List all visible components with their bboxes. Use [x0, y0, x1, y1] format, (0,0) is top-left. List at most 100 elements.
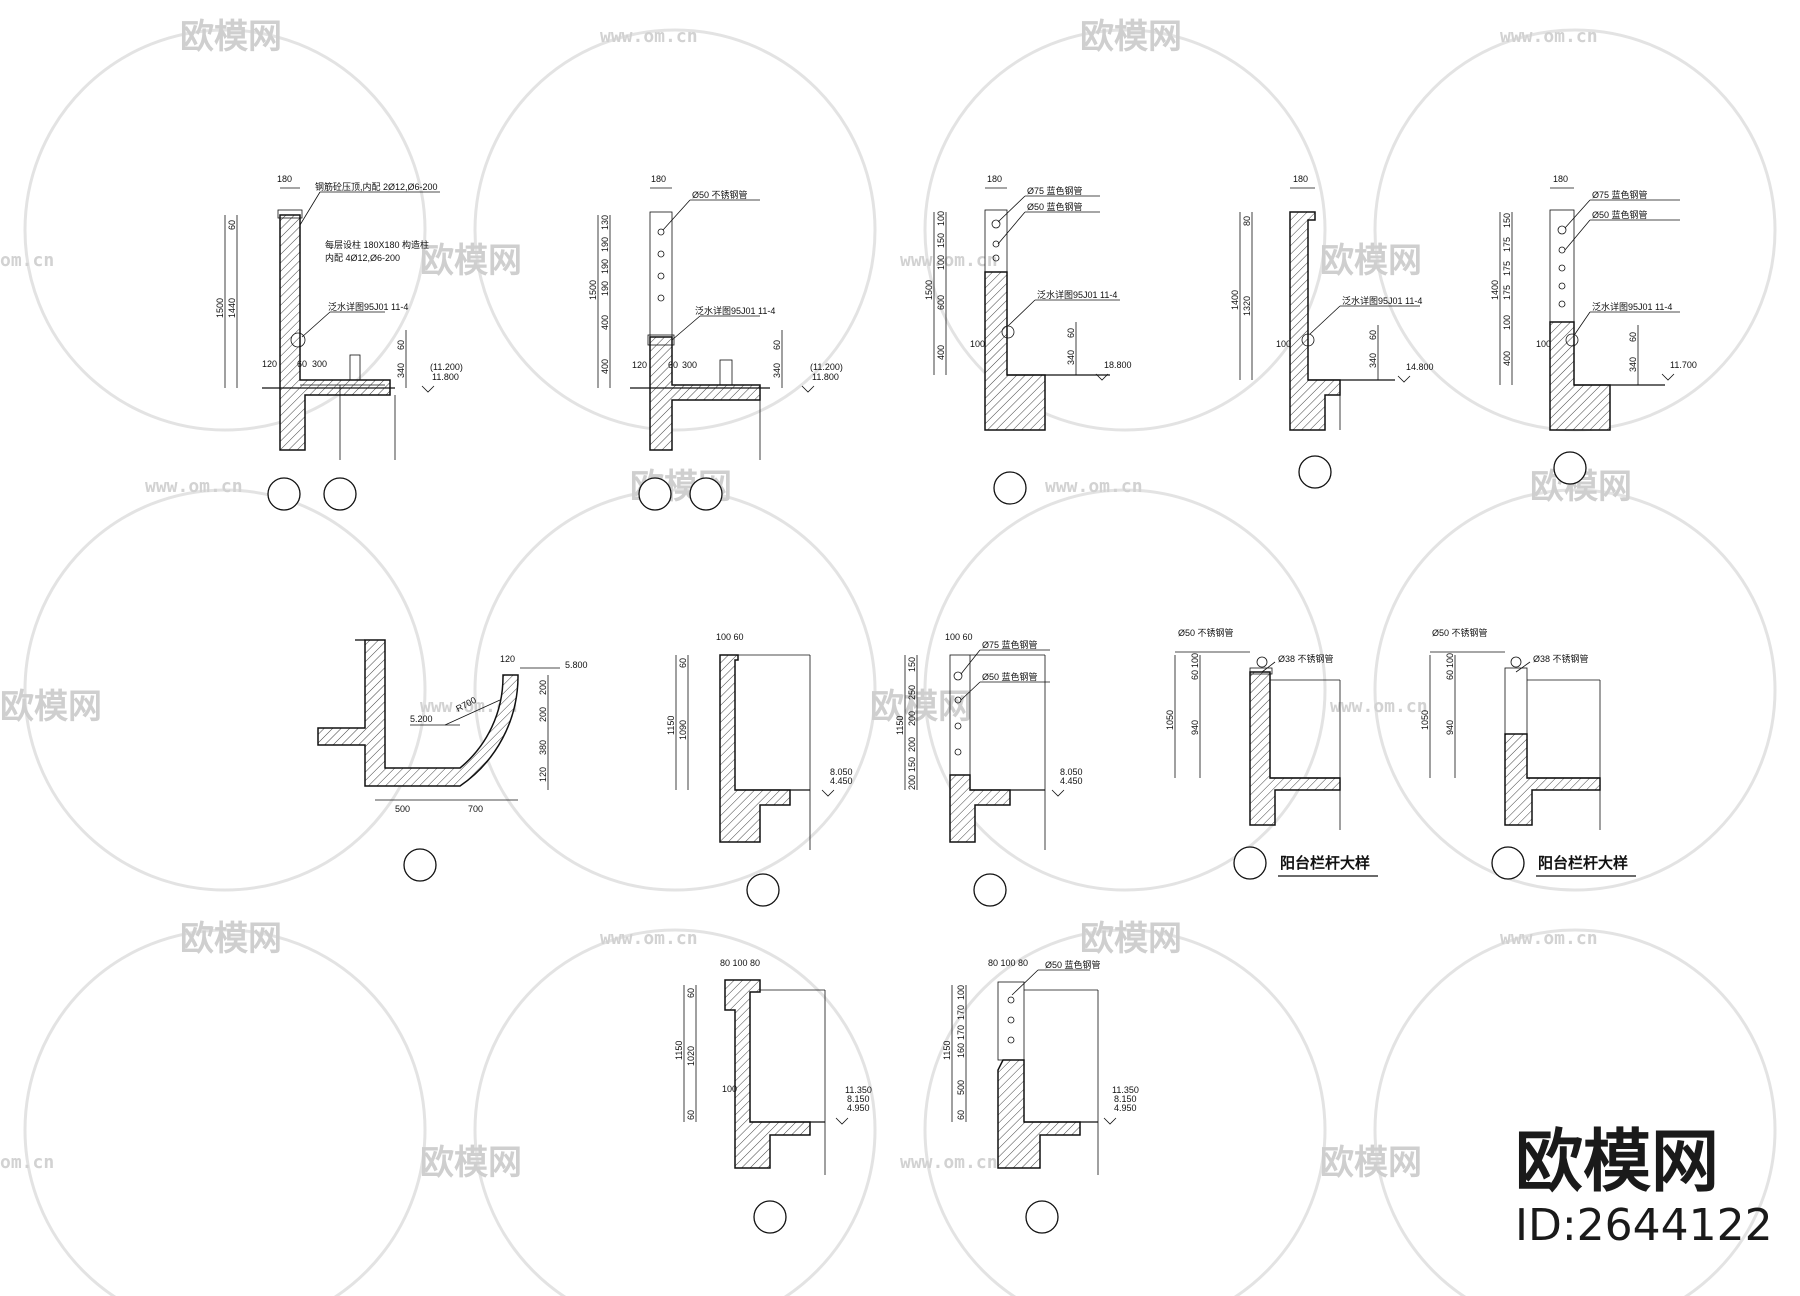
- detail-bubble: [267, 477, 301, 511]
- detail-bubble: [993, 471, 1027, 505]
- note-pipe-75: Ø75 蓝色钢管: [982, 639, 1038, 650]
- pipe-icon: [991, 219, 1001, 229]
- pipe-icon: [657, 250, 665, 258]
- dim-bottom: 700: [468, 804, 483, 814]
- dim-inner-b: 1440: [227, 298, 237, 318]
- dim-inner: 400: [600, 359, 610, 374]
- dim-bottom-b: 60: [297, 359, 307, 369]
- pipe-icon: [1256, 656, 1268, 668]
- dim-inner: 200: [907, 737, 917, 752]
- dim-inner: 60: [1190, 670, 1200, 680]
- detail-bubble: [753, 1200, 787, 1234]
- dim-right: 60: [1066, 328, 1076, 338]
- level-inner: 5.200: [410, 714, 433, 724]
- note-flashing: 泛水详图95J01 11-4: [1037, 289, 1117, 300]
- detail-bubble: [638, 477, 672, 511]
- level: 8.150: [1114, 1094, 1137, 1104]
- dim-inner: 175: [1502, 285, 1512, 300]
- pipe-icon: [1558, 264, 1566, 272]
- note-pipe-50: Ø50 蓝色钢管: [1045, 959, 1101, 970]
- watermark-logo: 欧模网: [870, 687, 972, 727]
- note-pipe-75: Ø75 蓝色钢管: [1592, 189, 1648, 200]
- detail-bubble: [1553, 451, 1587, 485]
- parapet-section: [1504, 733, 1601, 826]
- watermark-url: www.om.cn: [600, 928, 698, 949]
- pipe-icon: [954, 748, 962, 756]
- detail-caption: 阳台栏杆大样: [1280, 854, 1370, 872]
- watermark-logo: 欧模网: [180, 919, 282, 959]
- railing-post: [649, 211, 673, 338]
- level: 4.950: [1114, 1103, 1137, 1113]
- note-coping: 钢筋砼压顶,内配 2Ø12,Ø6-200: [315, 181, 438, 192]
- dim-top-width: 100 60: [945, 632, 973, 642]
- pipe-icon: [1510, 656, 1522, 668]
- dim-top-width: 80 100 80: [988, 958, 1028, 968]
- detail-4-parapet: 180 1400 80 1320 泛水详图95J01 11-4 100 60 3…: [1230, 174, 1434, 489]
- detail-3-railing: 180 1500 100 150 100 600 400 Ø75 蓝色钢管 Ø5…: [924, 174, 1132, 505]
- watermark-url: www.om.cn: [600, 26, 698, 47]
- dim-inner: 500: [956, 1080, 966, 1095]
- dim-right: 340: [1066, 350, 1076, 365]
- pipe-icon: [992, 240, 1000, 248]
- dim-height-outer: 1400: [1490, 280, 1500, 300]
- dim-inner: 200: [907, 775, 917, 790]
- dim-right-a: 60: [396, 340, 406, 350]
- dim-inner: 940: [1190, 720, 1200, 735]
- dim-inner: 100: [936, 211, 946, 226]
- dim-inner: 400: [936, 345, 946, 360]
- level: 11.350: [1112, 1085, 1139, 1095]
- detail-bubble: [323, 477, 357, 511]
- note-rebar: 内配 4Ø12,Ø6-200: [325, 252, 400, 263]
- dim-inner: 400: [600, 315, 610, 330]
- dim-inner: 60: [956, 1110, 966, 1120]
- dim-inner: 100: [1190, 653, 1200, 668]
- level: 8.150: [847, 1094, 870, 1104]
- dim-inner: 150: [907, 657, 917, 672]
- parapet-section: [949, 774, 1011, 843]
- dim-height-outer: 1150: [942, 1041, 952, 1060]
- dim-inner: 1320: [1242, 296, 1252, 316]
- dim-inner: 940: [1445, 720, 1455, 735]
- dim-bottom: 60: [668, 360, 678, 370]
- dim-inner: 1020: [686, 1046, 696, 1066]
- dim-inner: 190: [600, 259, 610, 274]
- note-pipe-50: Ø50 蓝色钢管: [1027, 201, 1083, 212]
- detail-12-railing: 80 100 80 Ø50 蓝色钢管 1150 100 170 170 160 …: [942, 958, 1139, 1234]
- watermark-url: www.om.cn: [420, 696, 518, 717]
- railing-post: [1504, 667, 1528, 735]
- pipe-icon: [1558, 282, 1566, 290]
- dim-inner: 200: [907, 711, 917, 726]
- dim-inner: 600: [936, 295, 946, 310]
- dim-inner: 100: [722, 1084, 737, 1094]
- pipe-icon: [1007, 996, 1015, 1004]
- dim-height-outer: 1150: [895, 716, 905, 735]
- detail-2-railing: 180 1500 130 190 190 190 400 400 Ø50 不锈钢…: [588, 174, 843, 511]
- dim-right: 120: [538, 767, 548, 782]
- brand-id: ID:2644122: [1515, 1200, 1773, 1251]
- coping: [277, 209, 303, 219]
- watermark-logo: 欧模网: [180, 17, 282, 57]
- dim-bottom: 100: [1536, 339, 1551, 349]
- detail-6-curved-balcony: 5.200 R700 5.800 120 200 200 380 120 500…: [317, 639, 588, 882]
- watermark-texts: 欧模网 欧模网 www.om.cn www.om.cn 欧模网 欧模网 om.c…: [0, 17, 1632, 1183]
- detail-bubble: [746, 873, 780, 907]
- note-pipe-50: Ø50 蓝色钢管: [1592, 209, 1648, 220]
- level: (11.200): [810, 362, 843, 372]
- watermark-logo: 欧模网: [1320, 1143, 1422, 1183]
- note-pipe-50: Ø50 蓝色钢管: [982, 671, 1038, 682]
- note-pipe-38: Ø38 不锈钢管: [1533, 653, 1589, 664]
- dim-right: 200: [538, 707, 548, 722]
- dim-bottom: 300: [682, 360, 697, 370]
- level: 11.700: [1670, 360, 1697, 370]
- dim-inner: 150: [936, 233, 946, 248]
- detail-7-parapet: 100 60 1150 60 1090 8.050 4.450: [666, 632, 853, 907]
- watermark-url: www.om.cn: [900, 250, 998, 271]
- dim-inner: 150: [907, 757, 917, 772]
- level: 4.450: [1060, 776, 1083, 786]
- watermark-url: www.om.cn: [1500, 26, 1598, 47]
- dim-inner: 100: [936, 255, 946, 270]
- dim-bottom-c: 300: [312, 359, 327, 369]
- watermark-url: om.cn: [0, 1152, 54, 1173]
- detail-bubble: [1491, 846, 1525, 880]
